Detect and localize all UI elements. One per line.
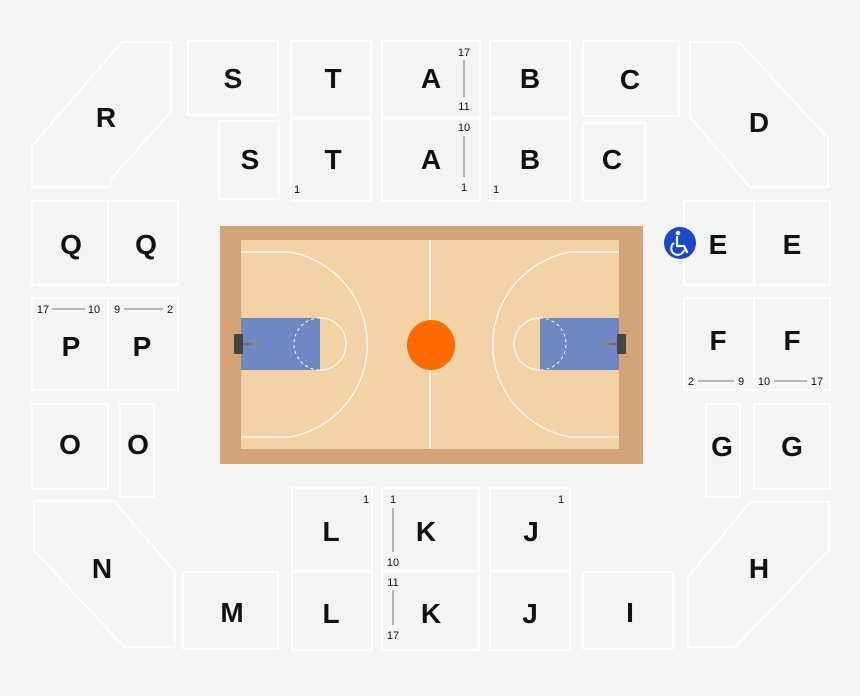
basketball-hoop-icon	[599, 334, 626, 354]
row-number: 1	[493, 184, 499, 196]
free-throw-circle-right	[513, 317, 541, 371]
section-label: I	[626, 597, 634, 628]
section-label: J	[522, 598, 538, 629]
section-b-upper[interactable]	[489, 40, 571, 118]
row-number: 11	[458, 101, 469, 113]
section-j-lower[interactable]	[489, 571, 571, 651]
basketball-center-icon	[407, 320, 455, 370]
section-label: G	[781, 431, 803, 462]
section-k-lower[interactable]	[381, 571, 480, 651]
row-number: 9	[114, 304, 120, 316]
section-label: P	[62, 331, 81, 362]
section-t-upper[interactable]	[290, 40, 372, 118]
section-label: T	[324, 144, 341, 175]
section-label: A	[421, 144, 441, 175]
section-i[interactable]	[582, 571, 674, 650]
section-m[interactable]	[182, 571, 279, 650]
row-number: 10	[88, 304, 100, 316]
row-number: 1	[390, 494, 396, 506]
section-q-left[interactable]	[31, 200, 109, 286]
section-label: C	[620, 64, 640, 95]
section-j-upper[interactable]	[489, 487, 571, 571]
section-label: A	[421, 63, 441, 94]
section-e-right[interactable]	[753, 200, 831, 286]
section-label: E	[709, 229, 728, 260]
section-s-upper[interactable]	[187, 40, 279, 116]
row-number: 9	[738, 376, 744, 388]
key-paint-right	[540, 318, 619, 370]
row-number: 1	[294, 184, 300, 196]
section-label: O	[127, 429, 149, 460]
section-r[interactable]	[31, 41, 172, 188]
row-number: 1	[558, 494, 564, 506]
section-label: T	[324, 63, 341, 94]
section-h[interactable]	[687, 501, 830, 648]
section-label: F	[783, 325, 800, 356]
row-number: 10	[387, 557, 399, 569]
three-point-arc-right	[492, 251, 619, 438]
section-label: F	[709, 325, 726, 356]
section-label: D	[749, 107, 769, 138]
wheelchair-accessible-icon[interactable]	[664, 227, 696, 259]
section-l-upper[interactable]	[291, 487, 373, 571]
section-label: J	[523, 516, 539, 547]
section-label: L	[322, 516, 339, 547]
basketball-hoop-icon	[234, 334, 261, 354]
section-label: Q	[135, 229, 157, 260]
row-number: 11	[387, 577, 398, 589]
section-p-right[interactable]	[107, 297, 179, 391]
section-label: N	[92, 553, 112, 584]
section-label: S	[224, 63, 243, 94]
row-number: 2	[167, 304, 173, 316]
row-number: 17	[37, 304, 49, 316]
section-label: H	[749, 553, 769, 584]
section-label: C	[602, 144, 622, 175]
section-f-left[interactable]	[683, 297, 755, 391]
row-number: 1	[363, 494, 369, 506]
section-label: G	[711, 431, 733, 462]
section-b-lower[interactable]	[489, 118, 571, 202]
section-label: M	[220, 597, 243, 628]
section-label: R	[96, 102, 116, 133]
section-label: L	[322, 598, 339, 629]
row-number: 10	[758, 376, 770, 388]
section-label: K	[416, 516, 436, 547]
section-p-left[interactable]	[31, 297, 109, 391]
row-number: 1	[461, 182, 467, 194]
row-number: 17	[458, 47, 470, 59]
section-k-upper[interactable]	[381, 487, 480, 571]
row-number: 17	[387, 630, 399, 642]
section-l-lower[interactable]	[291, 571, 373, 651]
section-label: B	[520, 144, 540, 175]
section-label: E	[783, 229, 802, 260]
row-indicators: 17 11 10 1 1 1 17 10 9 2 2 9 10 17 1 1 1…	[37, 47, 823, 642]
section-n[interactable]	[33, 500, 176, 648]
row-number: 2	[688, 376, 694, 388]
free-throw-circle-left	[319, 317, 347, 371]
section-o-left[interactable]	[31, 403, 109, 490]
section-label: B	[520, 63, 540, 94]
section-label: O	[59, 429, 81, 460]
section-s-lower[interactable]	[218, 120, 280, 200]
section-c-upper[interactable]	[582, 40, 680, 117]
section-label: S	[241, 144, 260, 175]
section-q-right[interactable]	[107, 200, 179, 286]
section-label: P	[133, 331, 152, 362]
section-t-lower[interactable]	[290, 118, 372, 202]
section-c-lower[interactable]	[582, 122, 646, 202]
section-label: K	[421, 598, 441, 629]
section-f-right[interactable]	[753, 297, 831, 391]
three-point-arc-left	[241, 251, 368, 438]
row-number: 10	[458, 122, 470, 134]
row-number: 17	[811, 376, 823, 388]
section-g-left[interactable]	[705, 403, 741, 498]
section-o-right[interactable]	[119, 403, 155, 498]
section-label: Q	[60, 229, 82, 260]
section-g-right[interactable]	[753, 403, 831, 490]
section-labels: S T A B C S T A B C R D Q Q E E P P F F …	[59, 63, 803, 629]
basketball-court	[220, 226, 643, 464]
section-d[interactable]	[689, 41, 829, 188]
key-paint-left	[241, 318, 320, 370]
